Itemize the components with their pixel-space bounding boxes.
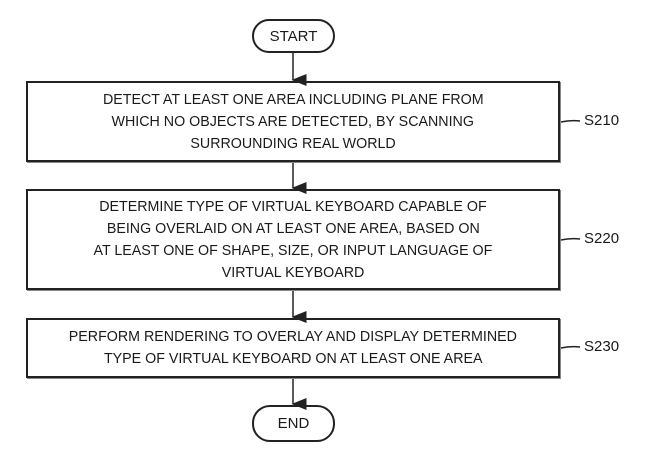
step-id-s210: S210 — [584, 112, 620, 129]
end-label: END — [277, 415, 310, 432]
leader-s230 — [560, 345, 581, 349]
step-text: VIRTUAL KEYBOARD — [221, 263, 365, 281]
end-terminal: END — [252, 405, 335, 442]
step-id-s220: S220 — [584, 230, 620, 247]
step-text: PERFORM RENDERING TO OVERLAY AND DISPLAY… — [68, 328, 518, 345]
step-text: SURROUNDING REAL WORLD — [190, 134, 396, 152]
step-text: TYPE OF VIRTUAL KEYBOARD ON AT LEAST ONE… — [103, 350, 483, 367]
step-id-s230: S230 — [584, 338, 620, 355]
step-s210: DETECT AT LEAST ONE AREA INCLUDING PLANE… — [26, 81, 560, 162]
leader-s210 — [560, 119, 581, 123]
start-terminal: START — [252, 19, 335, 53]
step-text: BEING OVERLAID ON AT LEAST ONE AREA, BAS… — [106, 219, 480, 237]
step-s230: PERFORM RENDERING TO OVERLAY AND DISPLAY… — [26, 318, 560, 378]
step-text: WHICH NO OBJECTS ARE DETECTED, BY SCANNI… — [111, 112, 475, 130]
start-label: START — [269, 27, 318, 45]
leader-s220 — [560, 237, 581, 241]
step-s220: DETERMINE TYPE OF VIRTUAL KEYBOARD CAPAB… — [26, 189, 560, 290]
step-text: DETERMINE TYPE OF VIRTUAL KEYBOARD CAPAB… — [99, 197, 487, 215]
step-text: AT LEAST ONE OF SHAPE, SIZE, OR INPUT LA… — [93, 241, 493, 259]
step-text: DETECT AT LEAST ONE AREA INCLUDING PLANE… — [102, 90, 484, 108]
